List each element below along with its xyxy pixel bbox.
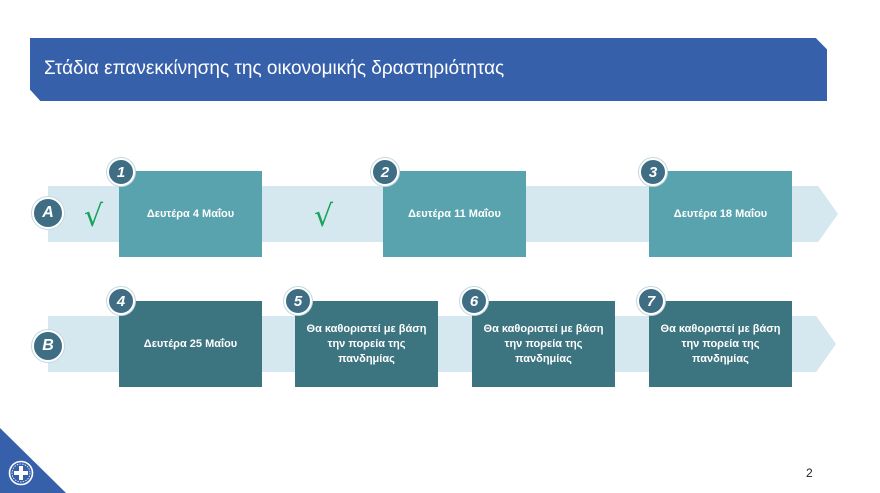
check-mark-icon: √ xyxy=(314,199,334,234)
step-number-badge: 2 xyxy=(371,158,399,186)
step-box-6: Θα καθοριστεί με βάση την πορεία της παν… xyxy=(472,301,615,387)
step-text: Δευτέρα 18 Μαΐου xyxy=(673,207,768,220)
title-banner xyxy=(30,38,827,101)
step-number-badge: 1 xyxy=(107,158,135,186)
lane-a-badge: Α xyxy=(32,197,64,229)
check-mark-icon: √ xyxy=(84,199,104,234)
page-number: 2 xyxy=(806,466,813,480)
step-text: Θα καθοριστεί με βάση την πορεία της παν… xyxy=(306,322,427,365)
step-box-7: Θα καθοριστεί με βάση την πορεία της παν… xyxy=(649,301,792,387)
step-number-badge: 7 xyxy=(637,287,665,315)
step-number-badge: 3 xyxy=(639,158,667,186)
step-number-badge: 5 xyxy=(284,287,312,315)
step-text: Δευτέρα 11 Μαΐου xyxy=(408,207,501,220)
step-box-2: Δευτέρα 11 Μαΐου xyxy=(383,171,526,257)
step-text: Δευτέρα 4 Μαΐου xyxy=(146,207,235,220)
step-box-3: Δευτέρα 18 Μαΐου xyxy=(649,171,792,257)
step-box-4: Δευτέρα 25 Μαΐου xyxy=(119,301,262,387)
page-title: Στάδια επανεκκίνησης της οικονομικής δρα… xyxy=(44,58,505,79)
step-text: Δευτέρα 25 Μαΐου xyxy=(143,337,238,350)
step-box-1: Δευτέρα 4 Μαΐου xyxy=(119,171,262,257)
step-number-badge: 4 xyxy=(107,287,135,315)
greek-cross-emblem-icon xyxy=(8,460,34,486)
step-text: Θα καθοριστεί με βάση την πορεία της παν… xyxy=(660,322,781,365)
step-box-5: Θα καθοριστεί με βάση την πορεία της παν… xyxy=(295,301,438,387)
lane-b-badge: Β xyxy=(32,330,64,362)
step-text: Θα καθοριστεί με βάση την πορεία της παν… xyxy=(483,322,604,365)
step-number-badge: 6 xyxy=(460,287,488,315)
